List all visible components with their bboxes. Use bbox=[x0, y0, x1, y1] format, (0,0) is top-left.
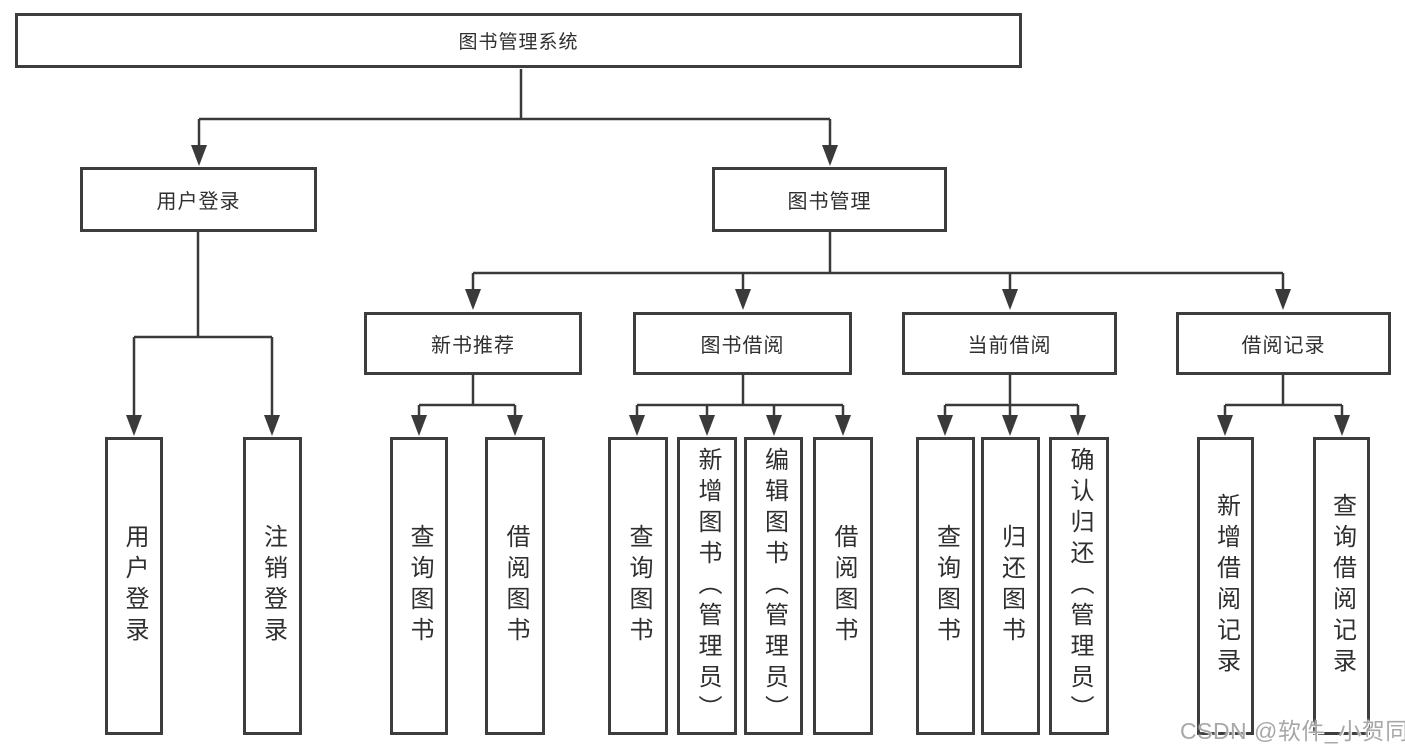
leaf-query-books-borrowing: 查询图书 bbox=[608, 437, 668, 735]
leaf-return-book: 归还图书 bbox=[981, 437, 1040, 735]
leaf-user-login-label: 用户登录 bbox=[121, 524, 148, 648]
leaf-logout: 注销登录 bbox=[243, 437, 302, 735]
arrowhead-icons bbox=[126, 145, 1350, 436]
node-current-borrowing: 当前借阅 bbox=[902, 312, 1117, 375]
leaf-query-books-borrowing-label: 查询图书 bbox=[625, 524, 652, 648]
node-borrowing-records: 借阅记录 bbox=[1176, 312, 1391, 375]
leaf-add-borrow-record-label: 新增借阅记录 bbox=[1212, 493, 1240, 679]
leaf-return-book-label: 归还图书 bbox=[997, 524, 1025, 648]
leaf-logout-label: 注销登录 bbox=[259, 524, 287, 648]
leaf-borrow-books-borrowing: 借阅图书 bbox=[813, 437, 873, 735]
leaf-add-borrow-record: 新增借阅记录 bbox=[1197, 437, 1254, 735]
leaf-query-borrow-record: 查询借阅记录 bbox=[1313, 437, 1370, 735]
leaf-query-borrow-record-label: 查询借阅记录 bbox=[1328, 493, 1356, 679]
node-book-borrowing: 图书借阅 bbox=[633, 312, 852, 375]
leaf-borrow-books-recommend-label: 借阅图书 bbox=[502, 524, 529, 648]
leaf-add-book-admin-label: 新增图书（管理员） bbox=[694, 446, 721, 726]
leaf-borrow-books-recommend: 借阅图书 bbox=[485, 437, 545, 735]
node-library-management-system: 图书管理系统 bbox=[15, 13, 1022, 68]
leaf-query-books-recommend: 查询图书 bbox=[390, 437, 448, 735]
leaf-confirm-return-admin: 确认归还（管理员） bbox=[1049, 437, 1109, 735]
csdn-watermark: CSDN @软件_小贺同学 bbox=[1180, 718, 1405, 744]
leaf-query-books-current-label: 查询图书 bbox=[932, 524, 960, 648]
leaf-confirm-return-admin-label: 确认归还（管理员） bbox=[1066, 446, 1093, 726]
leaf-query-books-recommend-label: 查询图书 bbox=[406, 524, 433, 648]
node-new-book-recommend: 新书推荐 bbox=[364, 312, 582, 375]
leaf-add-book-admin: 新增图书（管理员） bbox=[677, 437, 737, 735]
leaf-user-login: 用户登录 bbox=[105, 437, 163, 735]
leaf-query-books-current: 查询图书 bbox=[916, 437, 975, 735]
leaf-edit-book-admin: 编辑图书（管理员） bbox=[744, 437, 803, 735]
leaf-edit-book-admin-label: 编辑图书（管理员） bbox=[760, 446, 788, 726]
connector-paths bbox=[132, 69, 1344, 418]
leaf-borrow-books-borrowing-label: 借阅图书 bbox=[830, 524, 857, 648]
node-book-management: 图书管理 bbox=[712, 167, 947, 232]
node-user-login: 用户登录 bbox=[80, 167, 317, 232]
